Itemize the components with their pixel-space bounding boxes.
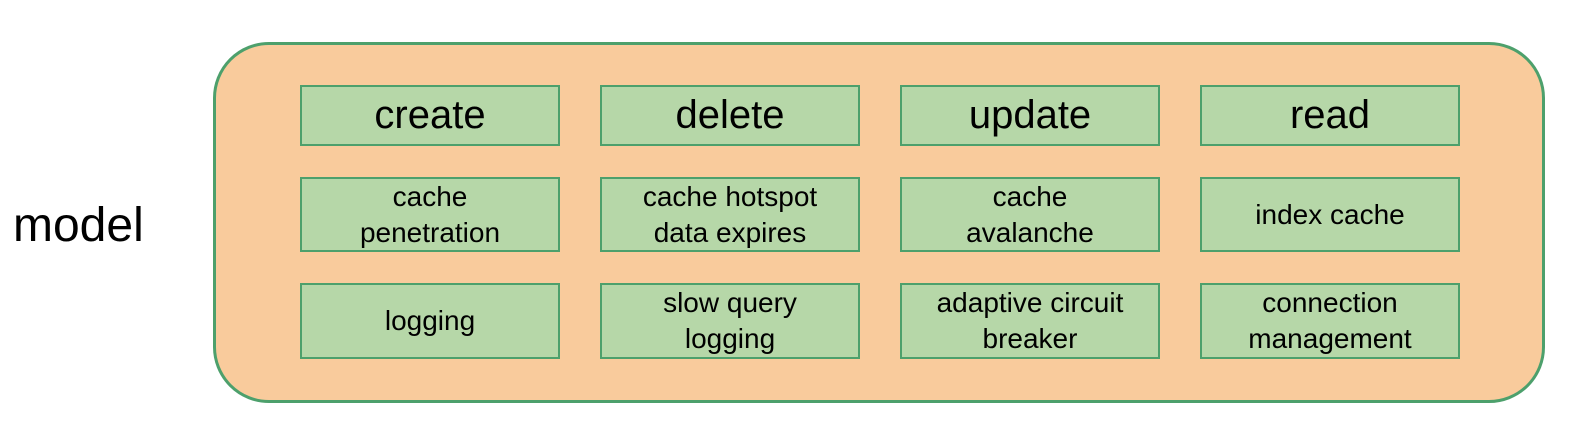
node-slow-query-logging: slow query logging: [600, 283, 860, 359]
node-logging: logging: [300, 283, 560, 359]
node-create: create: [300, 85, 560, 146]
node-cache-hotspot-data-expires: cache hotspot data expires: [600, 176, 860, 253]
node-cache-avalanche: cache avalanche: [900, 176, 1160, 253]
node-adaptive-circuit-breaker: adaptive circuit breaker: [900, 283, 1160, 359]
node-grid: create delete update read cache penetrat…: [216, 45, 1542, 400]
model-group-container: create delete update read cache penetrat…: [213, 42, 1545, 403]
node-delete: delete: [600, 85, 860, 146]
node-index-cache: index cache: [1200, 176, 1460, 253]
node-read: read: [1200, 85, 1460, 146]
model-label: model: [13, 199, 144, 252]
node-connection-management: connection management: [1200, 283, 1460, 359]
node-update: update: [900, 85, 1160, 146]
node-cache-penetration: cache penetration: [300, 176, 560, 253]
